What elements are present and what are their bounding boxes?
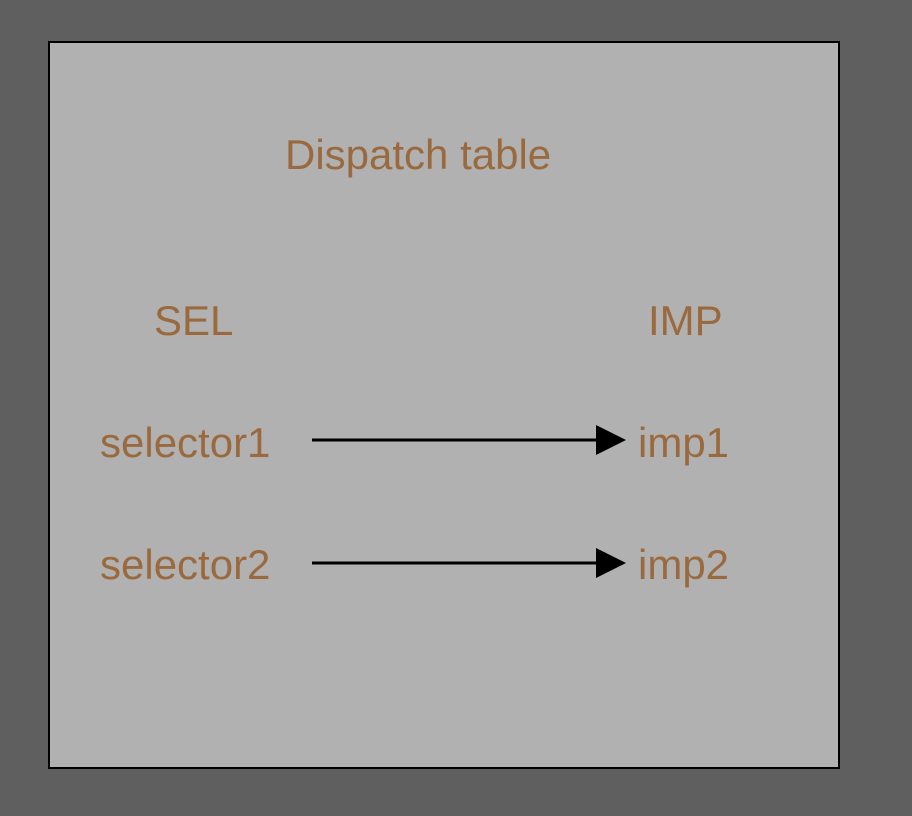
imp-column-header: IMP <box>648 297 723 344</box>
sel-column-header: SEL <box>154 297 234 344</box>
selector1-label: selector1 <box>100 419 271 466</box>
diagram-title: Dispatch table <box>285 131 552 178</box>
imp2-label: imp2 <box>638 541 730 588</box>
imp1-label: imp1 <box>638 419 730 466</box>
dispatch-table-box <box>48 41 840 769</box>
selector2-label: selector2 <box>100 541 271 588</box>
